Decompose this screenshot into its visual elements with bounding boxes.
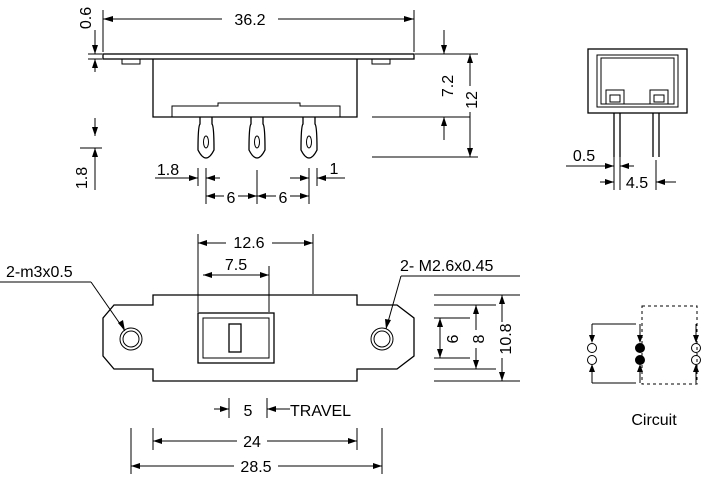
hole-right xyxy=(370,327,394,351)
circuit-diagram: Circuit xyxy=(587,305,701,429)
terminal-3-hole xyxy=(306,135,312,149)
top-view: 2-m3x0.5 2- M2.6x0.45 12.6 7.5 6 xyxy=(0,232,520,476)
terminal-2 xyxy=(248,117,266,159)
terminal-2-hole xyxy=(254,135,260,149)
dim-36-2-label: 36.2 xyxy=(234,12,265,29)
dim-24-label: 24 xyxy=(243,434,261,451)
dim-7-2-label: 7.2 xyxy=(440,75,457,97)
circuit-dashed-box xyxy=(641,305,698,385)
circuit-contact xyxy=(587,355,597,365)
side-body-bottom xyxy=(171,102,341,117)
dim-12-label: 12 xyxy=(464,91,481,109)
circuit-contact xyxy=(691,343,701,353)
dim-6-a-label: 6 xyxy=(227,190,236,207)
dim-4-5-label: 4.5 xyxy=(626,175,648,192)
circuit-common xyxy=(635,343,645,353)
side-body xyxy=(152,59,358,118)
side-view: 36.2 0.6 1.8 7.2 12 xyxy=(74,7,481,207)
end-body-inner xyxy=(596,54,679,108)
dim-1-label: 1 xyxy=(330,161,339,178)
terminal-3 xyxy=(300,117,318,159)
top-view-outline xyxy=(102,294,415,382)
dim-6-vertical-label: 6 xyxy=(445,334,462,343)
side-plate-tab-left xyxy=(121,58,141,65)
dim-0-5-label: 0.5 xyxy=(573,148,595,165)
hole-left-label: 2-m3x0.5 xyxy=(6,264,73,281)
dim-12-6-label: 12.6 xyxy=(233,235,264,252)
dim-5-label: 5 xyxy=(244,403,253,420)
travel-label: TRAVEL xyxy=(290,403,351,420)
slider-knob xyxy=(228,323,242,353)
side-plate xyxy=(102,53,415,60)
end-view: 0.5 4.5 xyxy=(566,48,688,192)
end-body-outer xyxy=(587,48,688,114)
dim-28-5-label: 28.5 xyxy=(240,459,271,476)
circuit-contact xyxy=(587,343,597,353)
circuit-contact xyxy=(691,355,701,365)
slider-housing xyxy=(197,312,275,364)
dim-7-5-label: 7.5 xyxy=(225,257,247,274)
terminal-1 xyxy=(197,117,215,159)
dim-8-vertical-label: 8 xyxy=(471,334,488,343)
hole-right-label: 2- M2.6x0.45 xyxy=(400,258,493,275)
dim-10-8-vertical-label: 10.8 xyxy=(498,323,515,354)
hole-left xyxy=(119,327,143,351)
side-plate-tab-right xyxy=(371,58,391,65)
dim-0-6-label: 0.6 xyxy=(78,7,95,29)
terminal-1-hole xyxy=(203,135,209,149)
circuit-label: Circuit xyxy=(631,412,677,429)
dim-1-8-vertical-label: 1.8 xyxy=(74,167,91,189)
circuit-common xyxy=(635,355,645,365)
dim-6-b-label: 6 xyxy=(279,190,288,207)
dim-1-8-label: 1.8 xyxy=(157,162,179,179)
